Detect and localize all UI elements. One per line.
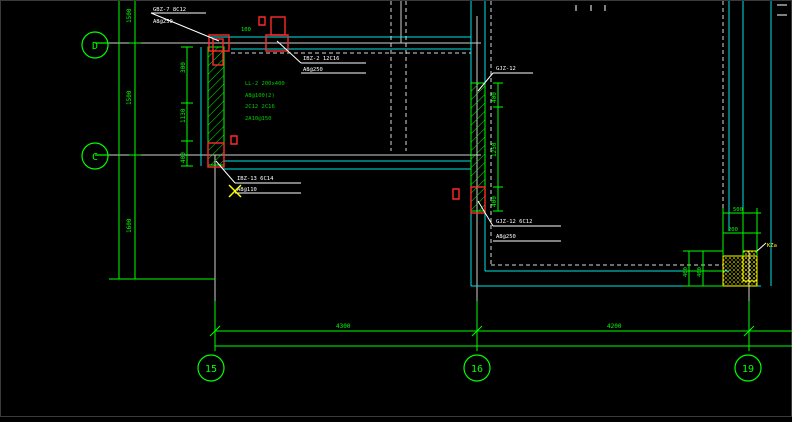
dim-right-a: 500: [733, 207, 743, 213]
columns: [207, 46, 758, 287]
label-a8-250-top: A8@250: [153, 19, 173, 25]
axis-label-16: 16: [471, 364, 483, 375]
dim-col-a-2: 1130: [180, 108, 187, 123]
axis-bubble-C[interactable]: [81, 142, 109, 170]
axis-bubble-16[interactable]: [463, 354, 491, 382]
label-ll2-waist: 2A10@150: [245, 116, 272, 122]
axis-label-15: 15: [205, 364, 217, 375]
label-a8-250-c: A8@250: [496, 234, 516, 240]
label-ll2-stirrup: A8@100(2): [245, 93, 275, 99]
dimension-bottom: [209, 301, 792, 351]
dim-left-mid: 1500: [126, 90, 133, 105]
column-right: [470, 82, 486, 212]
axis-bubble-D[interactable]: [81, 31, 109, 59]
dimension-left: [109, 1, 215, 280]
dim-col-a-1: 300: [180, 62, 187, 73]
axis-bubble-19[interactable]: [734, 354, 762, 382]
dim-small-top: 100: [241, 27, 251, 33]
rebar-box-ibz13: [207, 142, 225, 168]
column-left: [207, 46, 225, 166]
dim-col-b-3: 400: [491, 196, 498, 207]
dimension-left-text: 1500 1500 1600 300 1130 400: [126, 8, 187, 233]
label-gjz12: GJZ-12 6C12: [496, 219, 532, 225]
label-ibz13: IBZ-13 6C14: [237, 176, 274, 182]
label-ll2-top: 2C12 2C16: [245, 104, 275, 110]
dim-col-b-2: 1250: [491, 142, 498, 157]
dim-bottom-a: 4300: [336, 323, 351, 330]
label-ibz2: IBZ-2 12C16: [303, 56, 339, 62]
dim-right-d: 400: [697, 267, 703, 277]
axis-bubbles: [81, 31, 762, 382]
axis-label-19: 19: [742, 364, 754, 375]
label-a8-250-b: A8@250: [303, 67, 323, 73]
dim-right-c: 400: [683, 267, 689, 277]
label-ll2: LL-2 200x400: [245, 81, 285, 87]
leader-lines: [150, 12, 767, 252]
axis-label-C: C: [92, 152, 98, 163]
dimension-kz: [683, 208, 761, 287]
dim-left-lower: 1600: [126, 218, 133, 233]
label-kz: KZa: [767, 243, 777, 249]
beam-annotation: LL-2 200x400 A8@100(2) 2C12 2C16 2A10@15…: [245, 81, 285, 122]
label-gbz7: GBZ-7 8C12: [153, 7, 186, 13]
rebar-boxes: [207, 16, 486, 214]
label-a8-110: A8@110: [237, 187, 257, 193]
wall-outlines: [200, 1, 772, 287]
axis-label-D: D: [92, 41, 98, 52]
dim-left-top: 1500: [126, 8, 133, 23]
rebar-box-gbz7: [208, 34, 230, 52]
annotations: GBZ-7 8C12 A8@250 IBZ-2 12C16 A8@250 IBZ…: [153, 7, 532, 240]
axis-bubble-15[interactable]: [197, 354, 225, 382]
dimension-right-col: [493, 82, 503, 212]
dim-col-a-3: 400: [180, 152, 187, 163]
dim-right-b: 200: [728, 227, 738, 233]
label-gjz12-top: GJZ-12: [496, 66, 516, 72]
dim-col-b-1: 400: [491, 92, 498, 103]
rebar-box-gjz12: [470, 186, 486, 214]
dim-bottom-b: 4200: [607, 323, 622, 330]
cursor-cross: [228, 184, 242, 198]
